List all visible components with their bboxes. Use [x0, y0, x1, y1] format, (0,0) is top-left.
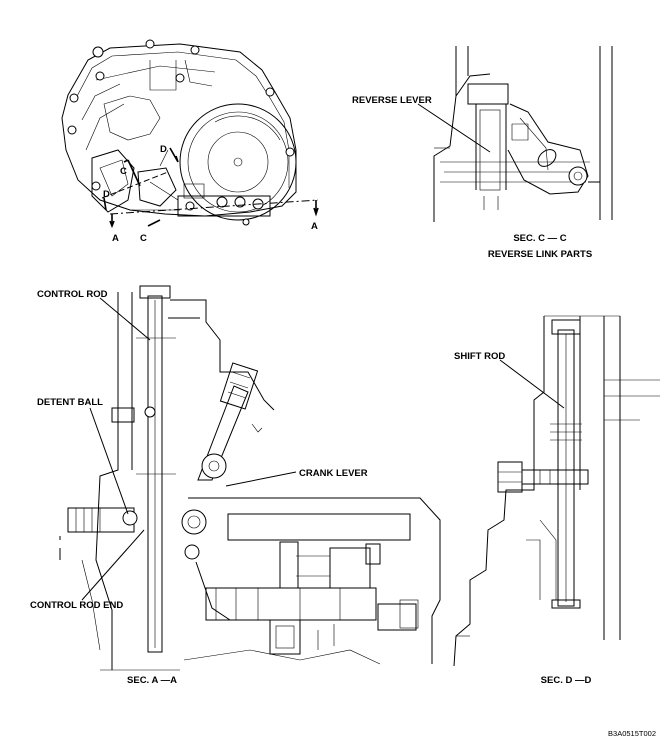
section-c-marker: C: [120, 166, 127, 177]
section-a-left-marker: A: [112, 233, 119, 244]
mounting-bosses: [67, 39, 295, 226]
converter-housing: [179, 103, 297, 221]
crank-lever: [181, 362, 259, 560]
shift-rod: [550, 319, 582, 609]
transaxle-overview-view: A A C C D D: [61, 39, 319, 244]
shift-mechanism-detail: [91, 149, 271, 217]
section-a-a-view: CONTROL ROD DETENT BALL CRANK LEVER CONT…: [30, 285, 441, 686]
detent-mechanism: [67, 507, 138, 533]
section-d-d-view: SHIFT ROD SEC. D —D: [453, 315, 660, 686]
figure-code: B3A0515T002: [608, 729, 656, 738]
reverse-link-parts-caption: REVERSE LINK PARTS: [488, 249, 592, 260]
section-cut-lines: [101, 147, 319, 229]
shift-rod-label: SHIFT ROD: [454, 351, 505, 362]
reverse-lever-label: REVERSE LEVER: [352, 95, 432, 106]
shift-rod-bolt: [497, 461, 589, 493]
control-rod-label: CONTROL ROD: [37, 289, 108, 300]
section-a-a-caption: SEC. A —A: [127, 675, 177, 686]
reverse-link-housing: [433, 46, 613, 222]
section-d-left-marker: D: [103, 189, 110, 200]
section-c-lower-marker: C: [140, 233, 147, 244]
control-rod-leader: [99, 297, 151, 341]
detent-ball-leader: [89, 407, 129, 515]
control-rod-end-label: CONTROL ROD END: [30, 600, 123, 611]
control-rod: [111, 285, 176, 653]
transaxle-case-outline: [61, 43, 297, 217]
crank-lever-leader: [225, 471, 297, 487]
detent-ball: [122, 510, 138, 526]
case-outline-a-a: [59, 292, 441, 671]
shift-rod-leader: [499, 359, 565, 409]
case-outline-d-d: [453, 315, 660, 667]
shift-shaft-assembly: [195, 541, 419, 655]
crank-lever-label: CRANK LEVER: [299, 468, 368, 479]
section-a-right-marker: A: [311, 221, 318, 232]
control-rod-end-leader: [81, 529, 145, 601]
reverse-lever-leader: [417, 103, 491, 153]
detent-ball-label: DETENT BALL: [37, 397, 103, 408]
section-d-upper-marker: D: [160, 144, 167, 155]
section-d-d-caption: SEC. D —D: [541, 675, 592, 686]
section-c-c-view: REVERSE LEVER SEC. C — C REVERSE LINK PA…: [352, 46, 613, 260]
reverse-lever: [467, 83, 589, 210]
section-c-c-caption: SEC. C — C: [513, 233, 566, 244]
